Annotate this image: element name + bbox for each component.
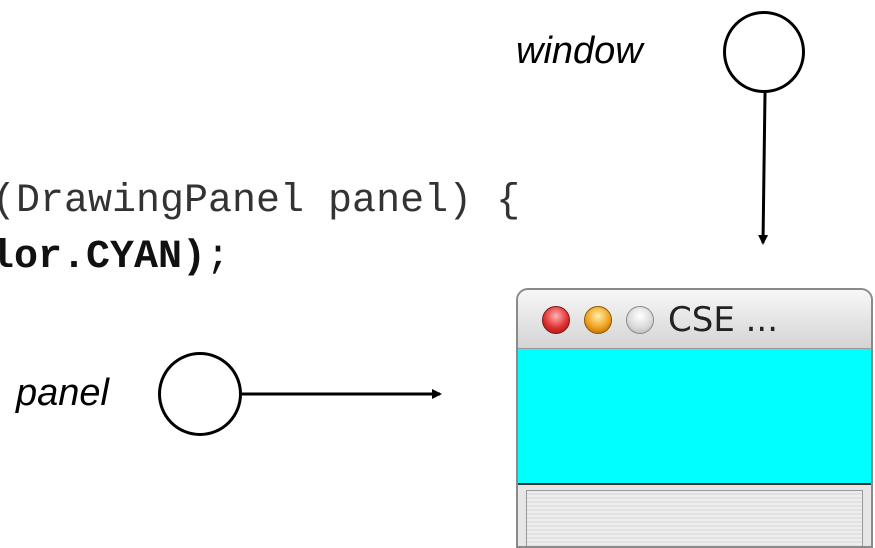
- code-line-method-signature: (DrawingPanel panel) {: [0, 179, 521, 224]
- panel-callout-circle: [158, 352, 242, 436]
- code-line-set-background: lor.CYAN);: [0, 236, 230, 280]
- status-bar: [526, 490, 863, 546]
- drawing-panel-window: CSE ...: [516, 288, 873, 548]
- zoom-icon[interactable]: [626, 306, 654, 334]
- window-callout-circle: [723, 11, 805, 93]
- window-title: CSE ...: [668, 300, 779, 340]
- close-icon[interactable]: [542, 306, 570, 334]
- code-semicolon: ;: [206, 235, 231, 280]
- callout-arrows: [242, 92, 769, 399]
- drawing-canvas[interactable]: [518, 349, 871, 485]
- panel-callout-label: panel: [16, 372, 109, 414]
- window-arrow: [758, 92, 769, 245]
- code-set-color-call: lor.CYAN): [0, 235, 207, 280]
- minimize-icon[interactable]: [584, 306, 612, 334]
- window-titlebar[interactable]: CSE ...: [518, 290, 871, 349]
- window-callout-label: window: [516, 30, 643, 72]
